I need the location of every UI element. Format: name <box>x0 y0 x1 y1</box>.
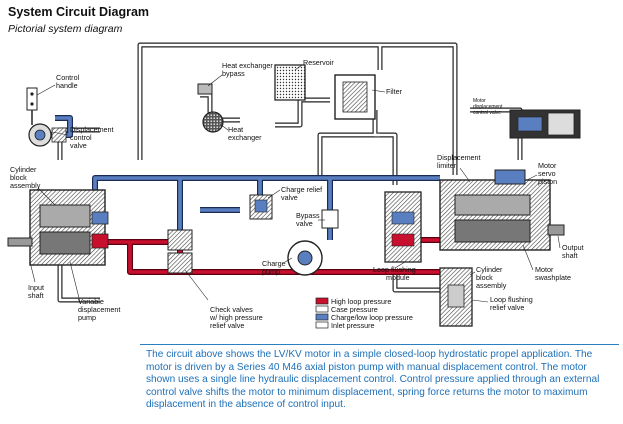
label-motor-swashplate: Motor swashplate <box>535 265 571 282</box>
legend-label-inlet: Inlet pressure <box>331 321 375 330</box>
label-bypass-valve: Bypass valve <box>296 211 322 228</box>
heat-exchanger <box>202 111 224 133</box>
label-input-shaft: Input shaft <box>28 283 46 300</box>
label-loop-flushing-module: Loop flushing module <box>373 265 418 282</box>
label-loop-flushing-relief: Loop flushing relief valve <box>490 295 535 312</box>
legend-swatch-charge <box>315 313 329 321</box>
label-heat-exchanger: Heat exchanger <box>228 125 262 142</box>
legend: High loop pressure Case pressure Charge/… <box>315 297 413 330</box>
legend-label-case: Case pressure <box>331 305 378 314</box>
label-cylinder-block-pump: Cylinder block assembly <box>10 165 41 190</box>
charge-relief-valve <box>249 194 273 220</box>
component-labels: Control handle Displacement control valv… <box>10 58 586 330</box>
label-output-shaft: Output shaft <box>562 243 586 260</box>
label-motor-displacement-control-valve: Motor displacement control valve <box>473 98 504 116</box>
legend-swatch-case <box>315 305 329 313</box>
label-reservoir: Reservoir <box>303 58 334 67</box>
legend-swatch-inlet <box>315 321 329 329</box>
label-heat-exchanger-bypass: Heat exchanger bypass <box>222 61 275 78</box>
page-title: System Circuit Diagram <box>8 5 150 19</box>
heat-exchanger-bypass <box>197 83 213 95</box>
label-filter: Filter <box>386 87 403 96</box>
label-displacement-limiter: Displacement limiter <box>437 153 483 170</box>
bypass-valve <box>321 209 339 229</box>
label-motor-servo-piston: Motor servo piston <box>538 161 558 186</box>
label-charge-pump: Charge pump <box>262 259 288 276</box>
check-valves <box>167 229 193 274</box>
legend-label-charge: Charge/low loop pressure <box>331 313 413 322</box>
label-displacement-control-valve: Displacement control valve <box>70 125 116 150</box>
label-charge-relief-valve: Charge relief valve <box>281 185 324 202</box>
leader-lines <box>29 64 561 303</box>
filter <box>334 74 376 120</box>
motor <box>439 169 565 251</box>
charge-pump <box>287 240 323 276</box>
variable-displacement-pump <box>7 189 109 266</box>
control-handle <box>26 87 38 125</box>
label-check-valves: Check valves w/ high pressure relief val… <box>209 305 265 330</box>
reservoir <box>274 64 306 101</box>
motor-displacement-control-valve <box>509 109 581 139</box>
legend-swatch-high-loop <box>315 297 329 305</box>
caption-text: The circuit above shows the LV/KV motor … <box>140 344 619 416</box>
loop-flushing-relief-valve <box>439 267 473 327</box>
label-cylinder-block-motor: Cylinder block assembly <box>476 265 507 290</box>
legend-label-high-loop: High loop pressure <box>331 297 391 306</box>
page-subtitle: Pictorial system diagram <box>8 23 123 35</box>
label-control-handle: Control handle <box>56 73 81 90</box>
loop-flushing-module <box>384 191 422 263</box>
case-lines <box>57 42 523 303</box>
label-variable-pump: Variable displacement pump <box>78 297 122 322</box>
displacement-control-valve <box>28 123 67 147</box>
